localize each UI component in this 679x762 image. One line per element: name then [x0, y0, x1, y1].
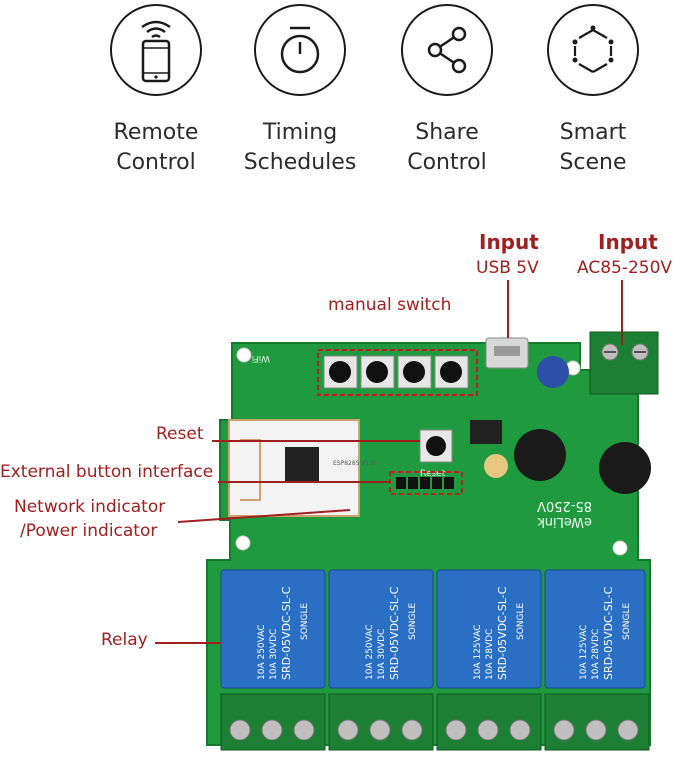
electrolytic-capacitor — [514, 429, 566, 481]
svg-text:SONGLE: SONGLE — [408, 602, 418, 640]
feature-line2: Scene — [559, 150, 627, 175]
callout-lines — [155, 280, 623, 644]
output-terminal-3 — [436, 693, 542, 751]
small-capacitor — [484, 454, 508, 478]
callout-reset: Reset — [156, 424, 204, 444]
ac-input-terminal — [589, 331, 659, 395]
relay-2: SRD-05VDC-SL-C 10A 250VAC 10A 30VDC SONG… — [328, 569, 434, 689]
feature-label: Share Control — [387, 118, 507, 178]
callout-input-ac-title: Input — [598, 230, 658, 254]
regulator-chip — [470, 420, 502, 444]
svg-text:10A 250VAC: 10A 250VAC — [365, 624, 375, 680]
svg-text:SRD-05VDC-SL-C: SRD-05VDC-SL-C — [388, 586, 401, 680]
tactile-button-3 — [397, 355, 432, 389]
svg-text:10A 125VAC: 10A 125VAC — [579, 624, 589, 680]
manual-switch-box — [317, 349, 478, 396]
tactile-button-2 — [360, 355, 395, 389]
callout-manual-switch: manual switch — [328, 295, 452, 315]
feature-line2: Control — [407, 150, 487, 175]
silk-brand: eWeLink — [537, 514, 592, 529]
feature-timing-schedules: Timing Schedules — [240, 0, 360, 178]
callout-input-ac-sub: AC85-250V — [577, 258, 673, 278]
stopwatch-icon — [254, 4, 346, 96]
silk-voltage: 85-250V — [537, 498, 592, 513]
svg-text:10A 250VAC: 10A 250VAC — [257, 624, 267, 680]
svg-text:10A 28VDC: 10A 28VDC — [485, 629, 495, 680]
feature-line2: Schedules — [243, 150, 357, 175]
output-terminal-1 — [220, 693, 326, 751]
svg-text:SONGLE: SONGLE — [622, 602, 632, 640]
svg-text:10A 30VDC: 10A 30VDC — [269, 629, 279, 680]
callout-network-indicator-2: /Power indicator — [20, 521, 158, 541]
feature-share-control: Share Control — [387, 0, 507, 178]
callout-input-usb-title: Input — [479, 230, 539, 254]
svg-text:SONGLE: SONGLE — [300, 602, 310, 640]
callout-relay: Relay — [101, 630, 148, 650]
phone-wifi-icon — [110, 4, 202, 96]
wifi-chip — [285, 447, 319, 481]
callout-input-usb-sub: USB 5V — [476, 258, 539, 278]
feature-label: Timing Schedules — [240, 118, 360, 178]
svg-text:SONGLE: SONGLE — [516, 602, 526, 640]
tactile-button-1 — [323, 355, 358, 389]
blue-capacitor — [537, 356, 569, 388]
feature-line1: Share — [415, 120, 479, 145]
feature-smart-scene: Smart Scene — [533, 0, 653, 178]
share-icon — [401, 4, 493, 96]
output-terminal-2 — [328, 693, 434, 751]
mounting-hole — [612, 540, 628, 556]
feature-label: Smart Scene — [533, 118, 653, 178]
relay-4: SRD-05VDC-SL-C 10A 125VAC 10A 28VDC SONG… — [544, 569, 646, 689]
svg-text:10A 125VAC: 10A 125VAC — [473, 624, 483, 680]
feature-remote-control: Remote Control — [96, 0, 216, 178]
svg-text:10A 30VDC: 10A 30VDC — [377, 629, 387, 680]
feature-line1: Remote — [113, 120, 199, 145]
callout-external-button: External button interface — [0, 462, 214, 482]
callout-network-indicator-1: Network indicator — [14, 497, 166, 517]
feature-line1: Smart — [559, 120, 627, 145]
module-silk: ESP8285 V1.0 — [333, 460, 375, 467]
relay-1: SRD-05VDC-SL-C 10A 250VAC 10A 30VDC SONG… — [220, 569, 326, 689]
silk-reset: Reset — [420, 469, 446, 479]
mounting-hole — [236, 347, 252, 363]
output-terminal-4 — [544, 693, 650, 751]
svg-text:10A 28VDC: 10A 28VDC — [591, 629, 601, 680]
mounting-hole — [235, 535, 251, 551]
relay-3: SRD-05VDC-SL-C 10A 125VAC 10A 28VDC SONG… — [436, 569, 542, 689]
svg-text:SRD-05VDC-SL-C: SRD-05VDC-SL-C — [496, 586, 509, 680]
silk-wifi: WiFi — [252, 353, 270, 363]
svg-text:SRD-05VDC-SL-C: SRD-05VDC-SL-C — [280, 586, 293, 680]
feature-line2: Control — [116, 150, 196, 175]
svg-text:SRD-05VDC-SL-C: SRD-05VDC-SL-C — [602, 586, 615, 680]
electrolytic-capacitor — [599, 442, 651, 494]
hexagon-dots-icon — [547, 4, 639, 96]
feature-line1: Timing — [262, 120, 338, 145]
feature-label: Remote Control — [96, 118, 216, 178]
tactile-button-4 — [434, 355, 469, 389]
